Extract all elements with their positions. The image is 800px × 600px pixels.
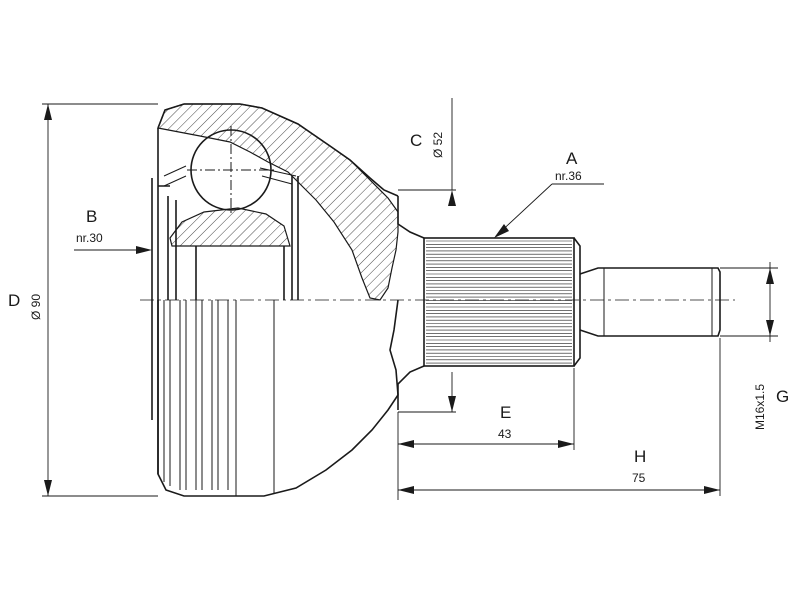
- splined-shaft: [423, 237, 581, 367]
- housing-outline-lower: [157, 299, 399, 497]
- dimension-H: [398, 338, 721, 496]
- housing-neck: [397, 196, 425, 410]
- label-A-note: nr.36: [555, 169, 582, 183]
- label-C: C: [410, 131, 422, 150]
- threaded-stub: [579, 267, 721, 337]
- dimension-C: [398, 98, 456, 413]
- label-D: D: [8, 291, 20, 310]
- dimension-A-leader: [494, 183, 604, 238]
- label-E: E: [500, 403, 511, 422]
- housing-grooves: [163, 300, 275, 496]
- housing-outline-upper: [157, 103, 399, 197]
- housing-left-face: [151, 128, 170, 474]
- label-E-value: 43: [498, 427, 512, 441]
- dimension-E: [397, 368, 575, 500]
- label-G: G: [776, 387, 789, 406]
- label-B: B: [86, 207, 97, 226]
- label-B-note: nr.30: [76, 231, 103, 245]
- dimension-G: [720, 262, 778, 342]
- joint-housing: [151, 103, 425, 497]
- label-H-value: 75: [632, 471, 646, 485]
- label-H: H: [634, 447, 646, 466]
- label-C-value: Ø 52: [431, 132, 445, 158]
- ball: [187, 126, 275, 214]
- label-A: A: [566, 149, 578, 168]
- dimension-D: [42, 103, 158, 497]
- spline-lines: [426, 240, 572, 364]
- inner-race: [163, 165, 299, 300]
- dimension-B-leader: [74, 246, 152, 254]
- label-G-value: M16x1.5: [753, 384, 767, 430]
- housing-section-upper: [157, 103, 399, 301]
- label-D-value: Ø 90: [29, 294, 43, 320]
